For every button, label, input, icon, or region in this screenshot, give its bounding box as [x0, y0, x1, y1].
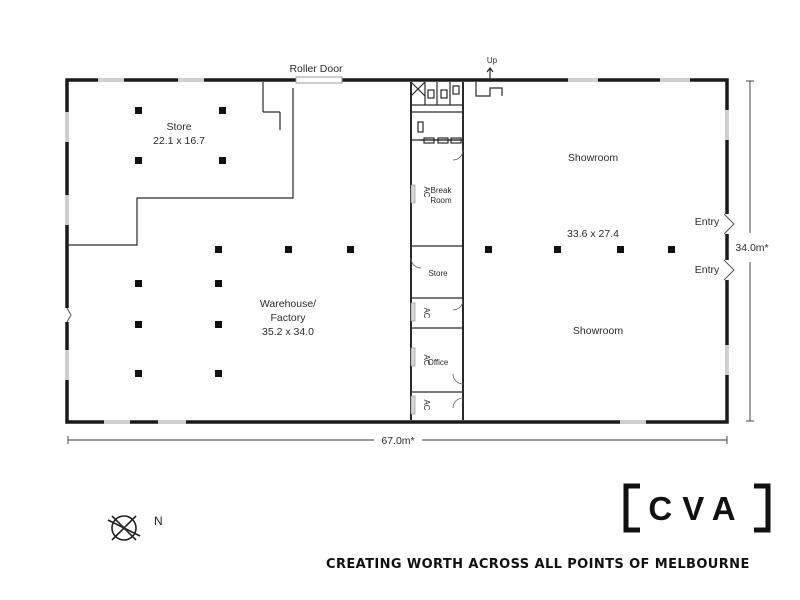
compass-icon [107, 515, 141, 541]
outer-wall [65, 78, 729, 424]
height-dimension-label: 34.0m* [735, 242, 768, 254]
break-room-label-2: Room [430, 196, 452, 205]
north-label: N [154, 514, 163, 528]
warehouse-dims: 35.2 x 34.0 [262, 326, 314, 338]
entry-label-top: Entry [695, 216, 720, 228]
warehouse-label-2: Factory [270, 312, 306, 324]
stair-up-label: Up [487, 56, 498, 65]
ac-label-2: AC [422, 307, 431, 318]
roller-door [295, 76, 343, 84]
service-core [410, 81, 464, 420]
office-label: Office [428, 358, 449, 367]
columns [135, 107, 675, 377]
ac-units [410, 184, 416, 415]
small-store-label: Store [428, 269, 448, 278]
showroom-top-label: Showroom [568, 152, 618, 164]
door-swings [410, 149, 464, 409]
cva-logo-text: CVA [648, 490, 745, 527]
showroom-bottom-label: Showroom [573, 325, 623, 337]
cva-logo [623, 483, 771, 533]
ac-label-1: AC [422, 186, 431, 197]
entry-door-bottom [724, 260, 730, 280]
width-dimension-label: 67.0m* [381, 435, 414, 447]
ac-label-4: AC [422, 399, 431, 410]
roller-door-label: Roller Door [289, 63, 343, 75]
store-room-dims: 22.1 x 16.7 [153, 135, 205, 147]
company-tagline: CREATING WORTH ACROSS ALL POINTS OF MELB… [326, 557, 750, 572]
stair [475, 67, 503, 97]
store-walls [67, 82, 294, 246]
entry-label-bottom: Entry [695, 264, 720, 276]
entry-door-top [724, 214, 730, 234]
store-room-title: Store [166, 121, 191, 133]
showroom-dims: 33.6 x 27.4 [567, 228, 619, 240]
warehouse-label-1: Warehouse/ [260, 298, 316, 310]
break-room-label-1: Break [431, 186, 453, 195]
windows [65, 78, 729, 424]
ac-label-3: AC [422, 354, 431, 365]
